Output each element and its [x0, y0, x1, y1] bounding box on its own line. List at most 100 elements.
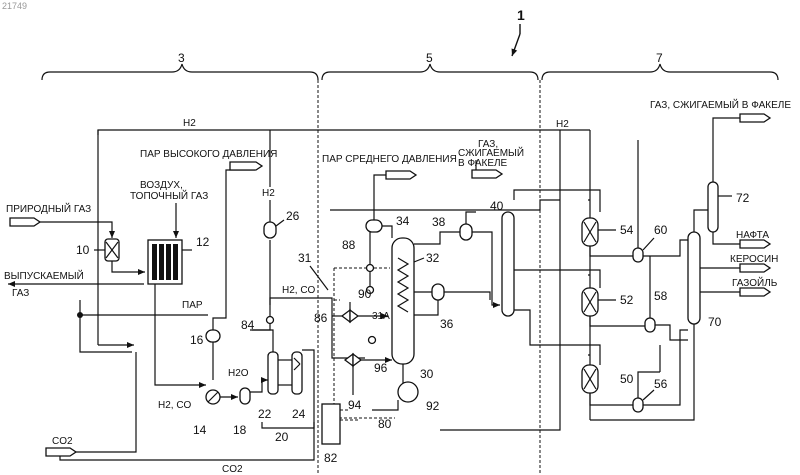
naphtha-outlet: НАФТА — [736, 230, 770, 248]
node-80: 80 — [378, 417, 392, 431]
svg-text:14: 14 — [193, 423, 207, 437]
svg-text:52: 52 — [620, 293, 634, 307]
co2-bottom-label: CO2 — [222, 464, 243, 475]
svg-text:32: 32 — [426, 251, 440, 265]
svg-text:58: 58 — [654, 289, 668, 303]
svg-text:31: 31 — [298, 251, 312, 265]
svg-text:5: 5 — [426, 51, 433, 65]
kerosene-outlet: КЕРОСИН — [730, 254, 778, 272]
co2-removal-unit-20: 20 — [262, 422, 314, 444]
steam-drum-34: 34 — [366, 214, 410, 232]
svg-text:ГАЗ, СЖИГАЕМЫЙ В ФАКЕЛЕ: ГАЗ, СЖИГАЕМЫЙ В ФАКЕЛЕ — [650, 98, 791, 111]
svg-text:CO2: CO2 — [52, 436, 73, 447]
svg-text:КЕРОСИН: КЕРОСИН — [730, 254, 778, 265]
hydrogen-separator-26: 26 — [264, 209, 300, 238]
valve-94: 94 — [345, 354, 362, 412]
svg-text:54: 54 — [620, 223, 634, 237]
svg-text:80: 80 — [378, 417, 392, 431]
h2-mid-label: H2 — [262, 188, 275, 199]
svg-text:10: 10 — [76, 243, 90, 257]
product-fractionator-70: 70 — [688, 232, 722, 329]
svg-text:86: 86 — [314, 311, 328, 325]
svg-text:12: 12 — [196, 235, 210, 249]
figure-id: 21749 — [2, 1, 27, 11]
svg-text:60: 60 — [654, 223, 668, 237]
h2co-label-a: H2, CO — [158, 400, 192, 411]
svg-text:30: 30 — [420, 367, 434, 381]
svg-text:90: 90 — [358, 287, 372, 301]
svg-text:ПАР СРЕДНЕГО ДАВЛЕНИЯ: ПАР СРЕДНЕГО ДАВЛЕНИЯ — [322, 154, 457, 165]
steam-label: ПАР — [182, 300, 203, 311]
svg-text:18: 18 — [233, 423, 247, 437]
node-88: 88 — [342, 238, 374, 272]
svg-text:34: 34 — [396, 214, 410, 228]
node-31a-label: 31A — [372, 311, 390, 322]
svg-text:НАФТА: НАФТА — [736, 230, 769, 241]
hydrotreater-50: 50 — [582, 365, 634, 393]
regenerator-24: 24 — [292, 352, 306, 421]
svg-text:88: 88 — [342, 238, 356, 252]
node-96: 96 — [369, 337, 388, 376]
svg-text:36: 36 — [440, 317, 454, 331]
section-brace-5: 5 — [322, 51, 538, 80]
svg-text:70: 70 — [708, 315, 722, 329]
svg-text:ВЫПУСКАЕМЫЙ: ВЫПУСКАЕМЫЙ — [4, 269, 84, 282]
separator-18: 18 — [233, 388, 250, 437]
svg-text:38: 38 — [432, 215, 446, 229]
svg-text:3: 3 — [178, 51, 185, 65]
stabilizer-72: 72 — [708, 182, 750, 232]
svg-text:40: 40 — [490, 199, 504, 213]
h2-right-label: H2 — [556, 119, 569, 130]
absorber-22: 22 — [258, 352, 278, 421]
svg-text:22: 22 — [258, 407, 272, 421]
svg-text:92: 92 — [426, 399, 440, 413]
system-pointer-arrow — [512, 34, 520, 56]
hydrotreater-52: 52 — [582, 288, 634, 316]
co2-inlet: CO2 — [46, 436, 76, 456]
air-fuel-gas-label: ВОЗДУХ, ТОПОЧНЫЙ ГАЗ — [130, 180, 208, 202]
heat-exchanger-14: 14 — [193, 390, 220, 437]
exhaust-gas-outlet: ВЫПУСКАЕМЫЙ ГАЗ — [4, 269, 144, 299]
svg-text:94: 94 — [348, 398, 362, 412]
svg-text:ГАЗ: ГАЗ — [12, 288, 29, 299]
svg-text:ПАР ВЫСОКОГО ДАВЛЕНИЯ: ПАР ВЫСОКОГО ДАВЛЕНИЯ — [140, 149, 277, 160]
h2-header-line — [98, 130, 560, 135]
svg-text:96: 96 — [374, 361, 388, 375]
hydrocracker-54: 54 — [582, 218, 634, 246]
reformer-furnace-12: 12 — [148, 235, 210, 284]
svg-text:ПРИРОДНЫЙ ГАЗ: ПРИРОДНЫЙ ГАЗ — [6, 202, 91, 215]
blower-92: 92 — [398, 382, 440, 413]
svg-text:7: 7 — [656, 51, 663, 65]
section-brace-3: 3 — [42, 51, 318, 80]
h2-top-label: H2 — [183, 118, 196, 129]
svg-text:ГАЗОЙЛЬ: ГАЗОЙЛЬ — [732, 276, 778, 289]
svg-text:20: 20 — [275, 430, 289, 444]
section-brace-7: 7 — [542, 51, 778, 80]
system-number: 1 — [517, 7, 525, 23]
svg-text:26: 26 — [286, 209, 300, 223]
mp-steam-outlet: ПАР СРЕДНЕГО ДАВЛЕНИЯ — [322, 154, 457, 179]
h2o-label: H2O — [228, 368, 249, 379]
h2co-label-b: H2, CO — [282, 285, 316, 296]
svg-text:16: 16 — [190, 333, 204, 347]
valve-86: 86 — [314, 302, 358, 325]
cooling-coil-32: 32 — [414, 251, 440, 265]
svg-text:24: 24 — [292, 407, 306, 421]
svg-text:ТОПОЧНЫЙ ГАЗ: ТОПОЧНЫЙ ГАЗ — [130, 189, 208, 202]
svg-text:56: 56 — [654, 377, 668, 391]
controller-82: 82 — [322, 404, 340, 465]
gasoil-outlet: ГАЗОЙЛЬ — [732, 276, 778, 296]
svg-text:82: 82 — [324, 451, 338, 465]
flare-gas-outlet-5: ГАЗ, СЖИГАЕМЫЙ В ФАКЕЛЕ — [458, 139, 524, 178]
svg-text:В ФАКЕЛЕ: В ФАКЕЛЕ — [458, 158, 508, 169]
steam-drum-16: 16 — [190, 330, 220, 347]
fractionator-40: 40 — [490, 199, 514, 316]
svg-text:50: 50 — [620, 372, 634, 386]
separator-36: 36 — [432, 284, 454, 331]
hp-steam-outlet: ПАР ВЫСОКОГО ДАВЛЕНИЯ — [140, 149, 277, 170]
node-90: 90 — [358, 287, 374, 302]
svg-text:ВОЗДУХ,: ВОЗДУХ, — [140, 180, 183, 191]
svg-text:72: 72 — [736, 191, 750, 205]
